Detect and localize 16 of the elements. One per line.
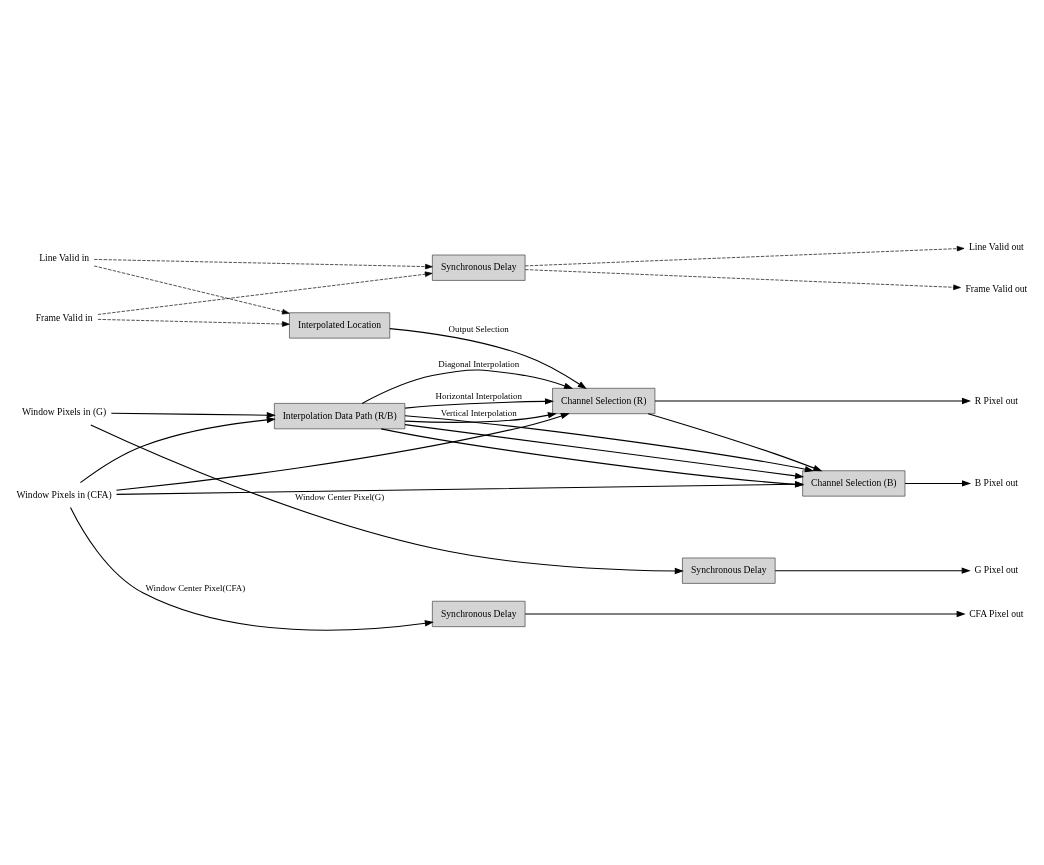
- edge-label: Vertical Interpolation: [440, 408, 517, 419]
- node-text: B Pixel out: [974, 476, 1018, 488]
- node-text: Window Pixels in (G): [22, 406, 107, 418]
- edge-label: Window Center Pixel(G): [294, 491, 385, 502]
- node-text: G Pixel out: [974, 564, 1019, 576]
- node-text: CFA Pixel out: [969, 607, 1024, 619]
- node-text: R Pixel out: [974, 394, 1018, 406]
- node-text: Frame Valid out: [965, 282, 1028, 294]
- edge-label: Output Selection: [448, 323, 509, 334]
- edge-label: Diagonal Interpolation: [438, 358, 520, 369]
- node-text: Frame Valid in: [35, 312, 93, 324]
- edge-label: Window Center Pixel(CFA): [145, 582, 246, 593]
- node-text: Window Pixels in (CFA): [16, 488, 112, 500]
- node-text: Line Valid out: [968, 240, 1024, 252]
- node-text: Line Valid in: [39, 252, 90, 264]
- edge-label: Horizontal Interpolation: [435, 391, 522, 402]
